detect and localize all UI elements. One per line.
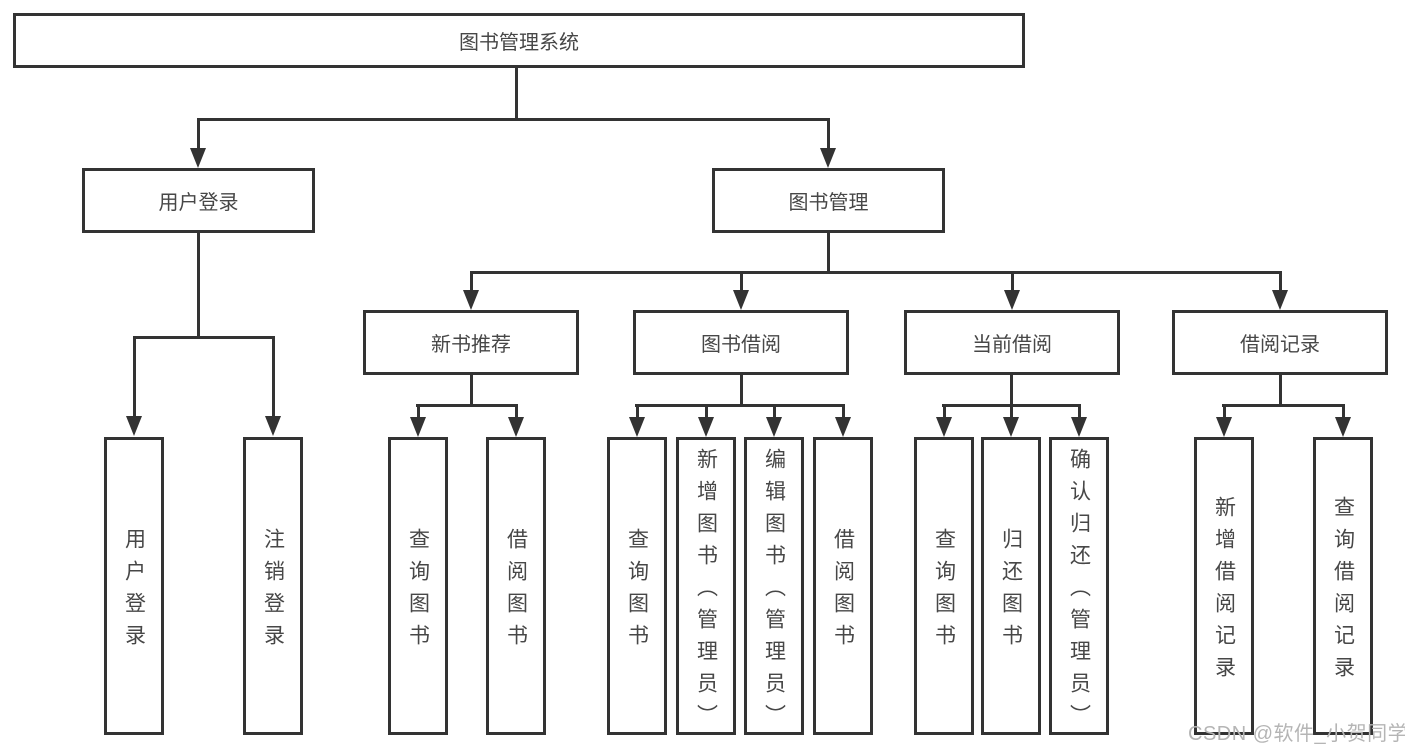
leaf-edit-books-admin-label: 编辑图书（管理员） (762, 447, 786, 736)
leaf-query-books-borrow: 查询图书 (607, 437, 667, 735)
arrow-down-icon (1216, 404, 1232, 437)
connector-line (1010, 375, 1013, 407)
node-borrow-records: 借阅记录 (1172, 310, 1388, 375)
arrow-down-icon (766, 404, 782, 437)
arrow-down-icon (1004, 271, 1020, 310)
csdn-watermark: CSDN @软件_小贺同学 (1188, 723, 1405, 745)
leaf-return-books: 归还图书 (981, 437, 1041, 735)
node-user-login-label: 用户登录 (158, 192, 239, 214)
leaf-borrow-books: 借阅图书 (813, 437, 873, 735)
connector-line (740, 375, 743, 407)
leaf-logout: 注销登录 (243, 437, 303, 735)
node-current-borrow: 当前借阅 (904, 310, 1120, 375)
leaf-return-books-label: 归还图书 (999, 527, 1023, 656)
arrow-down-icon (733, 271, 749, 310)
arrow-down-icon (265, 336, 281, 436)
connector-line (133, 336, 275, 339)
leaf-borrow-books-recommend-label: 借阅图书 (504, 527, 528, 656)
arrow-down-icon (936, 404, 952, 437)
leaf-user-login-label: 用户登录 (122, 527, 146, 656)
arrow-down-icon (508, 404, 524, 437)
arrow-down-icon (1335, 404, 1351, 437)
connector-line (827, 233, 830, 274)
connector-line (197, 118, 830, 121)
arrow-down-icon (410, 404, 426, 437)
leaf-query-books-borrow-label: 查询图书 (625, 527, 649, 656)
arrow-down-icon (190, 118, 206, 168)
leaf-add-borrow-record: 新增借阅记录 (1194, 437, 1254, 735)
leaf-add-books-admin: 新增图书（管理员） (676, 437, 736, 736)
node-book-management-label: 图书管理 (788, 192, 869, 214)
node-book-borrow-label: 图书借阅 (701, 334, 781, 356)
node-book-borrow: 图书借阅 (633, 310, 849, 375)
arrow-down-icon (835, 404, 851, 437)
arrow-down-icon (698, 404, 714, 437)
connector-line (1222, 404, 1345, 407)
arrow-down-icon (1003, 404, 1019, 437)
leaf-logout-label: 注销登录 (261, 527, 285, 656)
leaf-add-books-admin-label: 新增图书（管理员） (694, 447, 718, 736)
arrow-down-icon (126, 336, 142, 436)
node-library-system: 图书管理系统 (13, 13, 1025, 68)
leaf-borrow-books-label: 借阅图书 (831, 527, 855, 656)
leaf-query-books-current: 查询图书 (914, 437, 974, 735)
leaf-borrow-books-recommend: 借阅图书 (486, 437, 546, 735)
arrow-down-icon (820, 118, 836, 168)
arrow-down-icon (463, 271, 479, 310)
leaf-query-books-current-label: 查询图书 (932, 527, 956, 656)
arrow-down-icon (1272, 271, 1288, 310)
node-library-system-label: 图书管理系统 (459, 32, 579, 54)
leaf-query-borrow-record-label: 查询借阅记录 (1331, 495, 1355, 688)
leaf-add-borrow-record-label: 新增借阅记录 (1212, 495, 1236, 688)
connector-line (1279, 375, 1282, 407)
arrow-down-icon (629, 404, 645, 437)
leaf-edit-books-admin: 编辑图书（管理员） (744, 437, 804, 736)
leaf-query-books-recommend-label: 查询图书 (406, 527, 430, 656)
leaf-user-login: 用户登录 (104, 437, 164, 735)
connector-line (515, 68, 518, 121)
node-borrow-records-label: 借阅记录 (1240, 334, 1320, 356)
leaf-query-borrow-record: 查询借阅记录 (1313, 437, 1373, 735)
node-user-login: 用户登录 (82, 168, 315, 233)
connector-line (470, 271, 1282, 274)
node-current-borrow-label: 当前借阅 (972, 334, 1052, 356)
leaf-query-books-recommend: 查询图书 (388, 437, 448, 735)
node-book-management: 图书管理 (712, 168, 945, 233)
leaf-confirm-return-admin-label: 确认归还（管理员） (1067, 447, 1091, 736)
connector-line (470, 375, 473, 407)
connector-line (635, 404, 845, 407)
connector-line (197, 233, 200, 339)
node-new-book-recommend-label: 新书推荐 (431, 334, 511, 356)
arrow-down-icon (1071, 404, 1087, 437)
node-new-book-recommend: 新书推荐 (363, 310, 579, 375)
leaf-confirm-return-admin: 确认归还（管理员） (1049, 437, 1109, 736)
connector-line (416, 404, 518, 407)
